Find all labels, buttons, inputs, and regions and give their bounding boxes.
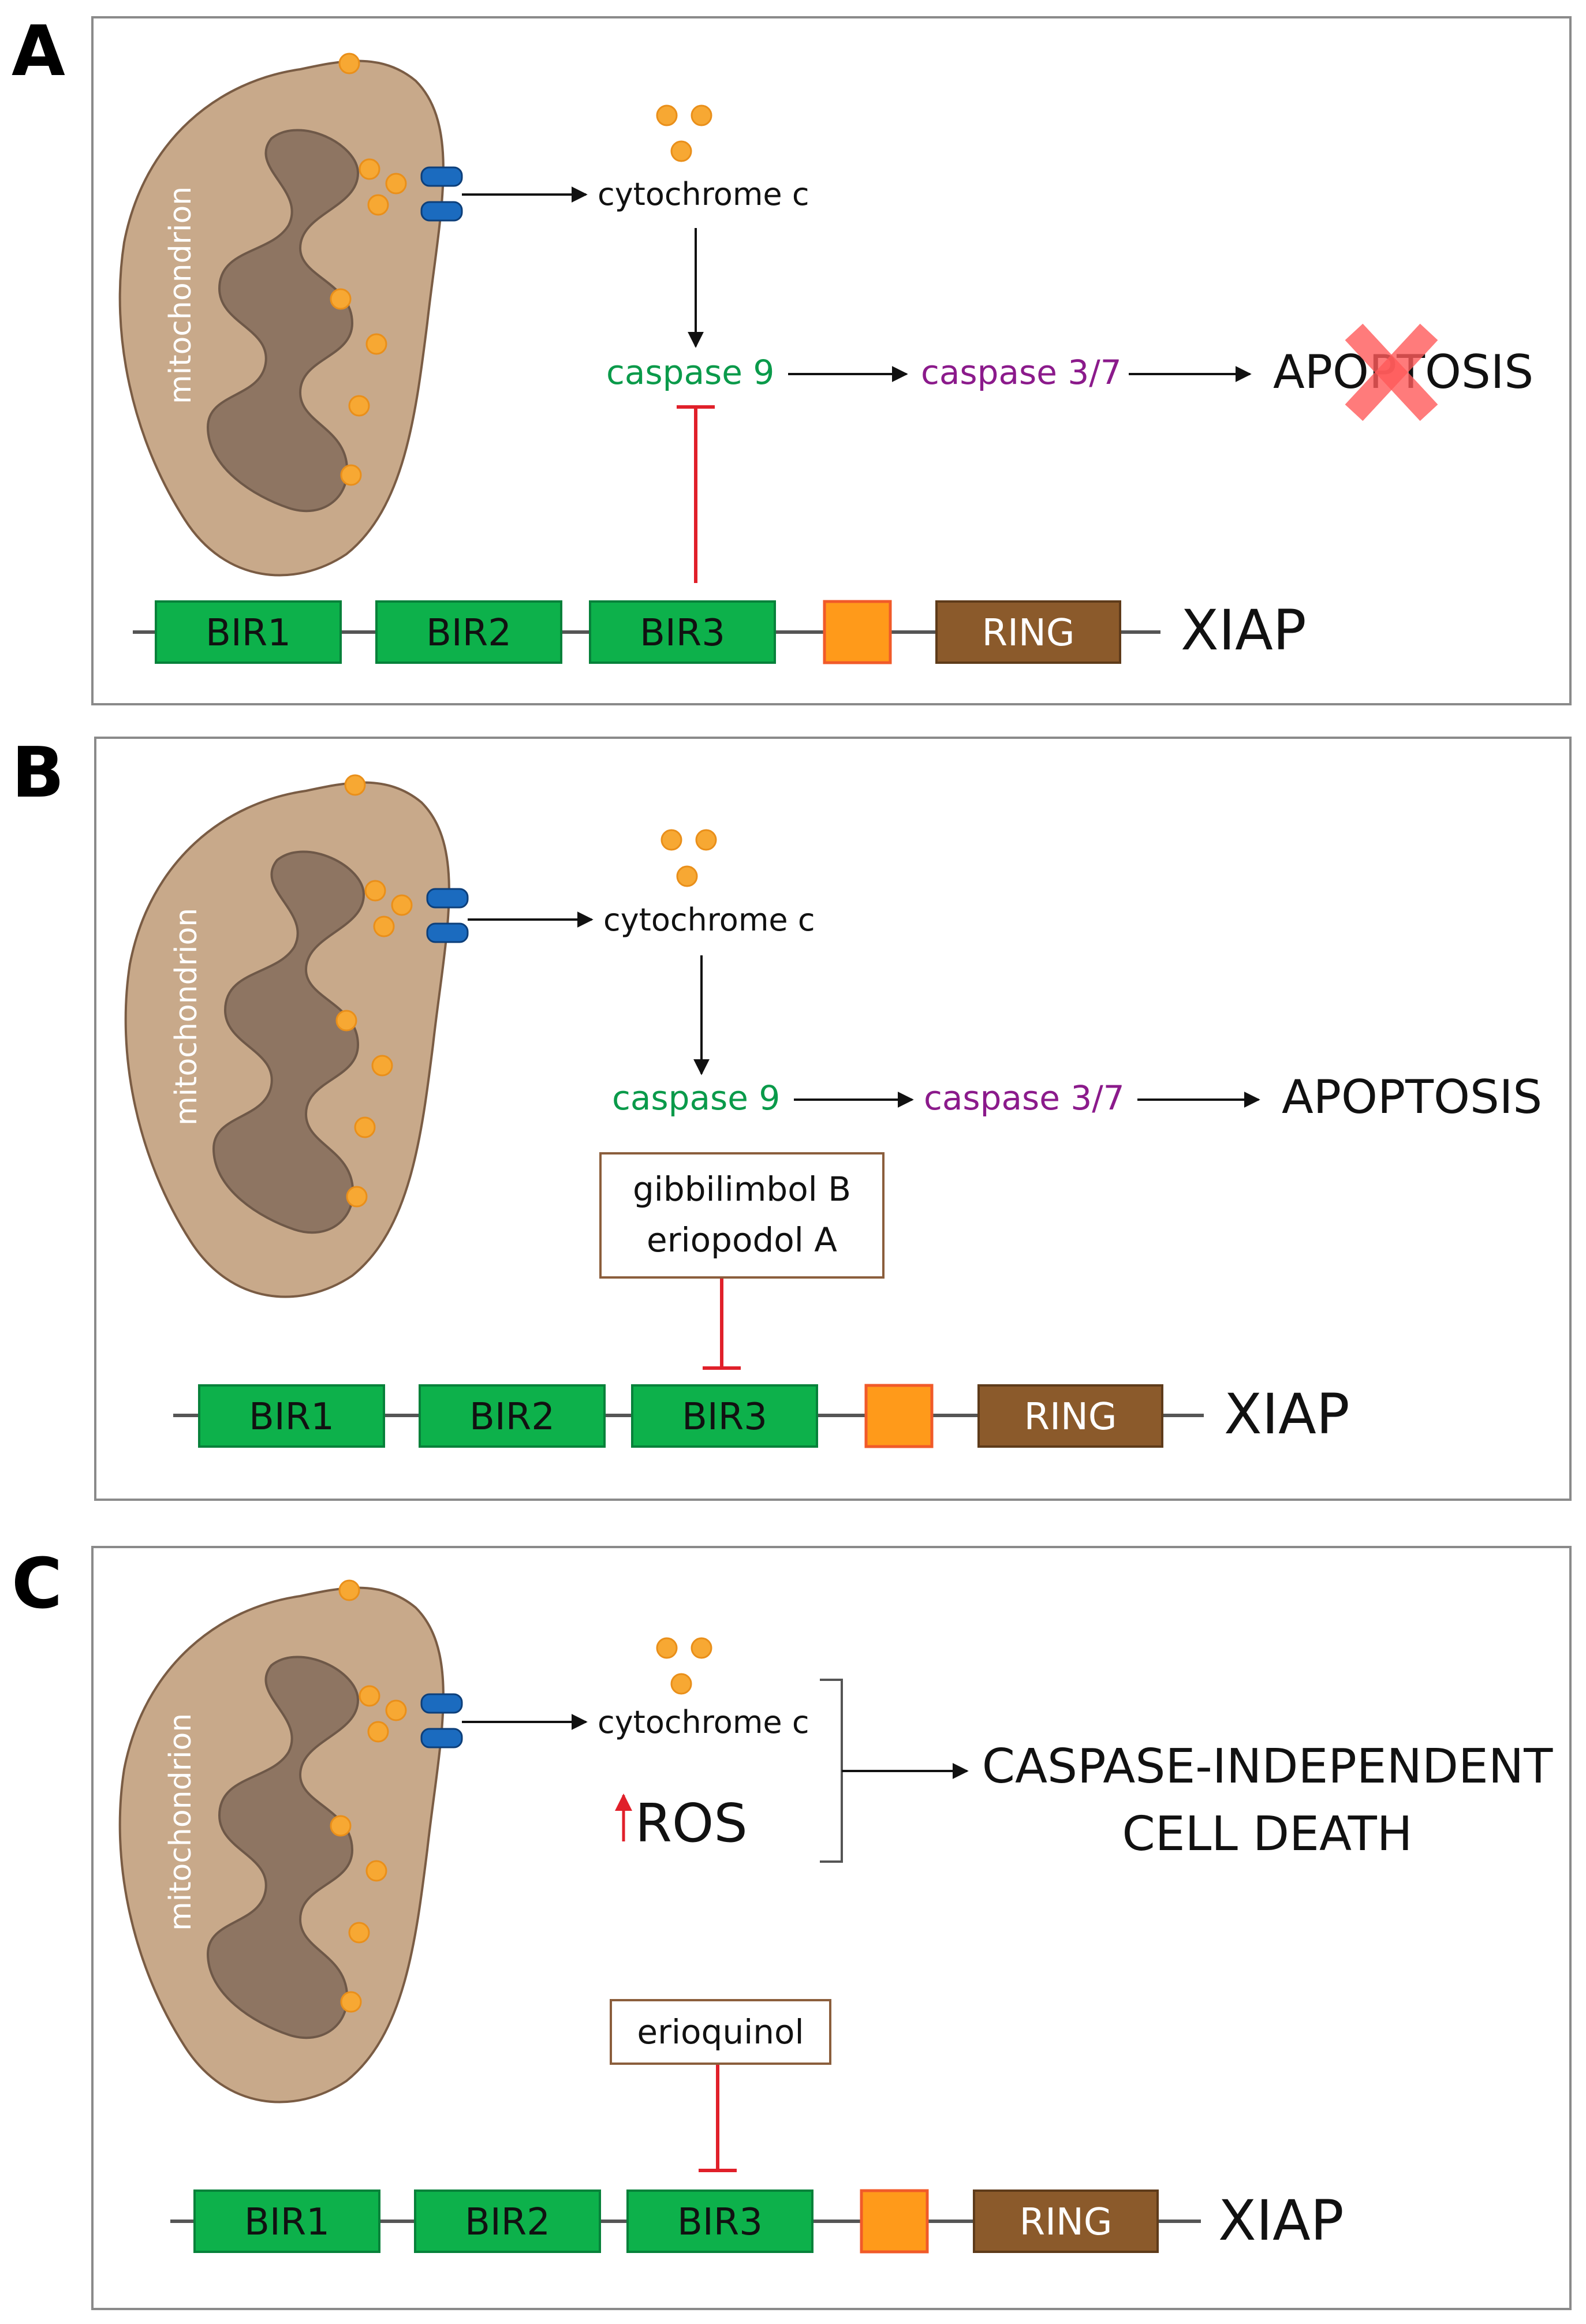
inhibitor-name: eriopodol A	[647, 1220, 837, 1260]
inhibition-bar	[703, 1279, 741, 1370]
caspase37-label: caspase 3/7	[921, 353, 1122, 392]
panel-c: C mitochondrion cytochrome c ROS C	[12, 1544, 1572, 2310]
caspase9-label: caspase 9	[612, 1078, 780, 1118]
inhibitor-name: erioquinol	[637, 2012, 804, 2052]
panel-frame	[94, 737, 1572, 1501]
mito-cristae	[206, 129, 360, 513]
cytochrome-label: cytochrome c	[598, 176, 809, 212]
mito-dots	[335, 774, 413, 1208]
domain-bir1-label: BIR1	[206, 612, 291, 655]
mitochondrion: mitochondrion	[118, 1579, 463, 2103]
outcome-line-2: CELL DEATH	[1122, 1807, 1413, 1862]
mito-label: mitochondrion	[169, 908, 204, 1126]
caspase37-label: caspase 3/7	[924, 1078, 1125, 1118]
pore-channel-icon	[420, 1693, 463, 1748]
caspase9-label: caspase 9	[606, 353, 774, 392]
mito-dots	[330, 1579, 407, 2013]
panel-frame	[91, 1546, 1572, 2310]
inhibitor-name: gibbilimbol B	[633, 1170, 851, 1209]
mito-cristae	[206, 1656, 360, 2039]
domain-bir2-label: BIR2	[465, 2201, 550, 2244]
inhibitor-box: gibbilimbol B eriopodol A	[599, 1152, 885, 1279]
protein-label: XIAP	[1224, 1382, 1350, 1447]
cytochrome-label: cytochrome c	[603, 902, 815, 938]
xiap-protein: BIR1 BIR2 BIR3 RING XIAP	[133, 598, 1307, 664]
panel-a: A mitochondrion cytochrome c caspase 9 c…	[12, 12, 1572, 705]
inhibitor-box: erioquinol	[610, 1999, 831, 2065]
outcome-label: APOPTOSIS	[1282, 1070, 1542, 1124]
domain-linker	[860, 2189, 929, 2254]
domain-bir3	[626, 2190, 813, 2253]
domain-bir2	[414, 2190, 601, 2253]
domain-bir3	[589, 600, 776, 664]
panel-letter: B	[12, 733, 64, 813]
inhibitor-box-frame	[599, 1152, 885, 1279]
panel-frame	[91, 16, 1572, 705]
outcome-line-1: CASPASE-INDEPENDENT	[982, 1739, 1554, 1794]
inhibitor-box-frame	[610, 1999, 831, 2065]
domain-ring-label: RING	[1020, 2201, 1113, 2244]
domain-bir1-label: BIR1	[249, 1396, 334, 1439]
cytochrome-dots	[656, 104, 712, 162]
pore-channel-icon	[420, 166, 463, 222]
domain-ring	[973, 2190, 1159, 2253]
inhibition-bar	[699, 2065, 737, 2172]
xiap-protein: BIR1 BIR2 BIR3 RING XIAP	[170, 2188, 1344, 2254]
domain-bir3	[631, 1384, 818, 1448]
domain-bir1	[198, 1384, 385, 1448]
ros-increase: ROS	[615, 1792, 748, 1854]
domain-bir1	[155, 600, 342, 664]
mito-cristae	[212, 850, 365, 1234]
xiap-protein: BIR1 BIR2 BIR3 RING XIAP	[173, 1382, 1350, 1448]
mitochondrion: mitochondrion	[124, 774, 469, 1298]
cytochrome-label: cytochrome c	[598, 1704, 809, 1740]
pore-channel-icon	[426, 888, 469, 943]
domain-ring	[935, 600, 1121, 664]
mito-label: mitochondrion	[163, 186, 198, 404]
mito-dots	[330, 53, 407, 486]
mito-label: mitochondrion	[163, 1713, 198, 1931]
domain-bir3-label: BIR3	[640, 612, 725, 655]
mitochondrion: mitochondrion	[118, 53, 463, 577]
domain-linker	[864, 1384, 934, 1448]
panel-letter: A	[12, 12, 65, 92]
domain-bir1	[193, 2190, 380, 2253]
protein-label: XIAP	[1218, 2188, 1344, 2253]
cytochrome-dots	[660, 829, 717, 887]
domain-ring-label: RING	[1024, 1396, 1117, 1439]
domain-linker	[823, 600, 892, 664]
domain-bir2	[419, 1384, 606, 1448]
cytochrome-dots	[656, 1637, 712, 1695]
domain-ring-label: RING	[982, 612, 1075, 655]
domain-bir3-label: BIR3	[682, 1396, 767, 1439]
domain-bir1-label: BIR1	[244, 2201, 330, 2244]
bracket	[820, 1679, 843, 1863]
domain-bir3-label: BIR3	[677, 2201, 763, 2244]
panel-b: B mitochondrion cytochrome c caspase 9 c…	[12, 733, 1572, 1501]
inhibition-bar	[677, 405, 715, 583]
blocked-cross-icon	[1345, 323, 1438, 421]
protein-label: XIAP	[1181, 598, 1307, 663]
domain-bir2	[375, 600, 562, 664]
panel-letter: C	[12, 1544, 62, 1624]
domain-bir2-label: BIR2	[426, 612, 512, 655]
ros-label: ROS	[635, 1792, 748, 1854]
domain-ring	[977, 1384, 1163, 1448]
domain-bir2-label: BIR2	[469, 1396, 555, 1439]
